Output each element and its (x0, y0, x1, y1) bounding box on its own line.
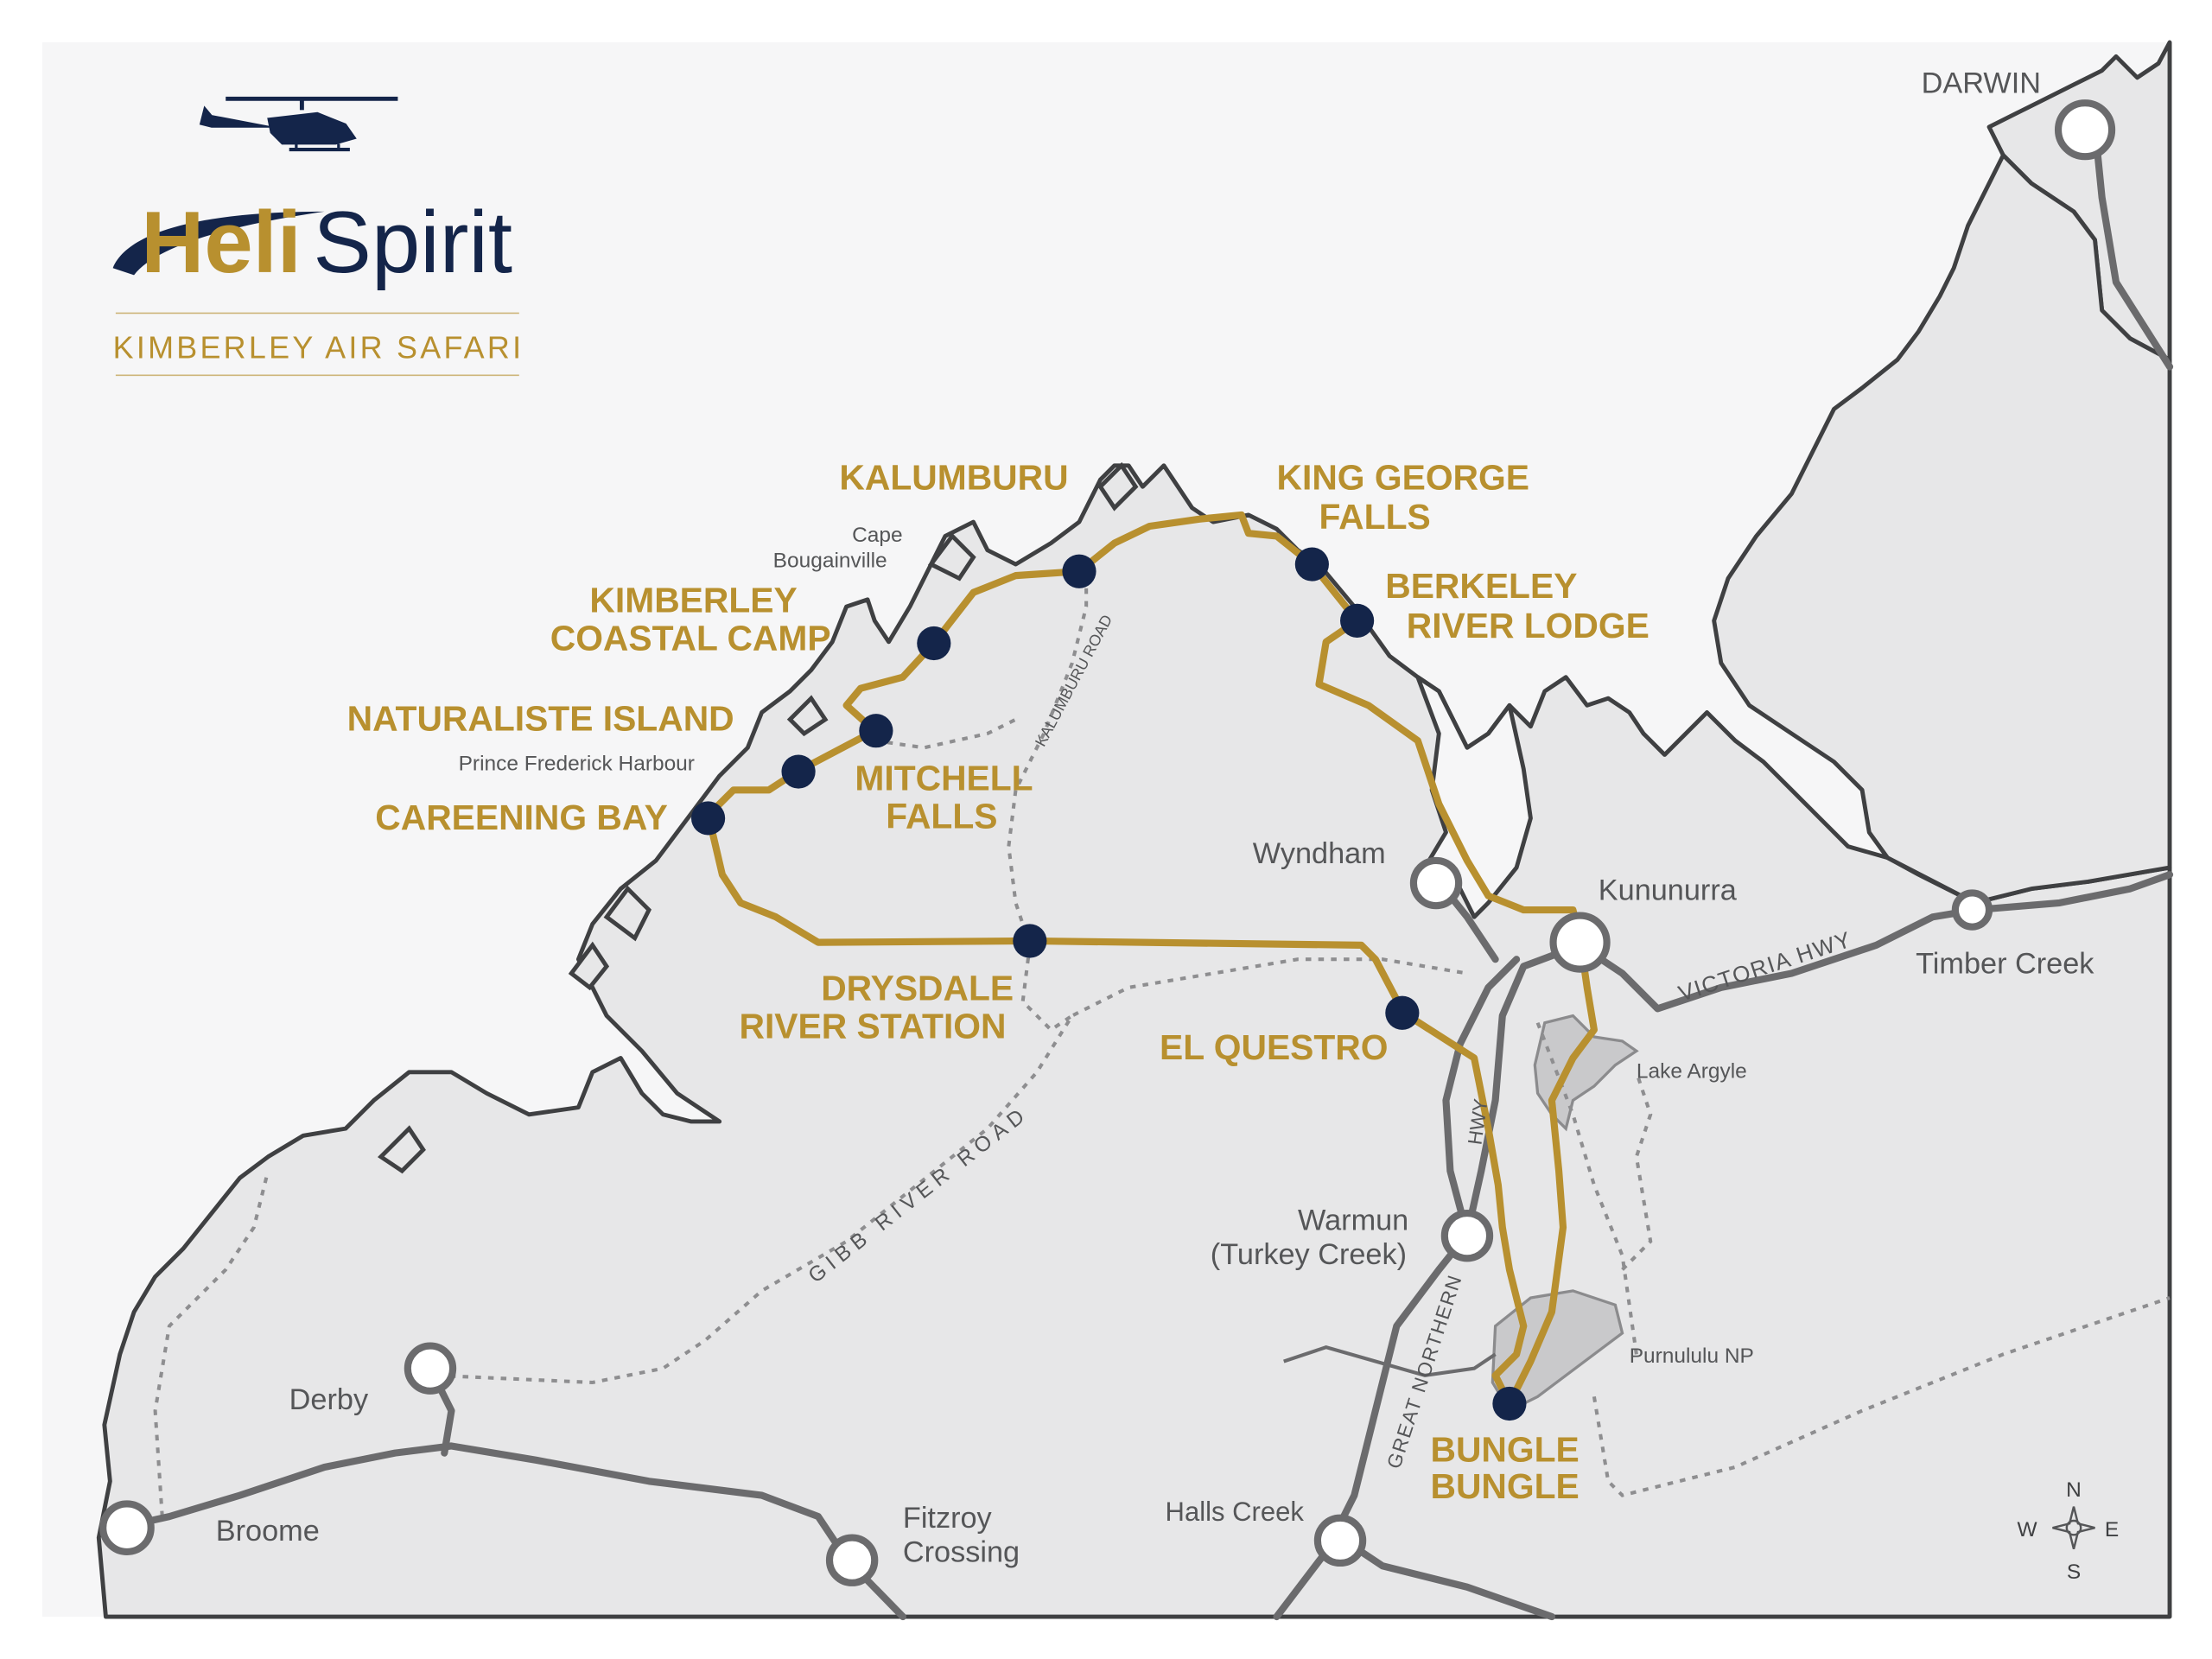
label-king-george-2: FALLS (1319, 497, 1431, 537)
compass-rose: N S E W (2018, 1478, 2120, 1584)
helicopter-icon (199, 96, 398, 152)
town-halls-creek-marker (1313, 1514, 1367, 1567)
label-drysdale-1: DRYSDALE (821, 969, 1014, 1008)
towns (99, 99, 2116, 1586)
label-warmun-2: (Turkey Creek) (1211, 1238, 1407, 1271)
route-stops (691, 547, 1527, 1421)
compass-e: E (2105, 1518, 2119, 1541)
label-fitzroy-1: Fitzroy (903, 1502, 993, 1535)
label-cape-2: Bougainville (773, 549, 887, 572)
label-lake-argyle: Lake Argyle (1637, 1059, 1747, 1083)
stop-marker-kalumburu (1062, 554, 1096, 588)
town-timber-creek-marker (1951, 889, 1993, 931)
stop-marker-mitchell-falls (859, 714, 893, 748)
label-bungle-2: BUNGLE (1431, 1466, 1580, 1506)
label-halls-creek: Halls Creek (1166, 1497, 1305, 1527)
label-careening: CAREENING BAY (375, 798, 668, 837)
label-king-george-1: KING GEORGE (1277, 458, 1529, 498)
label-broome: Broome (216, 1515, 320, 1548)
town-darwin-marker (2054, 99, 2116, 161)
label-kalumburu: KALUMBURU (839, 458, 1068, 498)
label-kcc-1: KIMBERLEY (589, 581, 797, 620)
stop-marker-king-george-falls (1294, 547, 1329, 582)
label-bungle-1: BUNGLE (1431, 1429, 1580, 1469)
stop-marker-el-questro (1385, 995, 1420, 1030)
label-drysdale-2: RIVER STATION (740, 1007, 1007, 1046)
label-cape-1: Cape (852, 524, 903, 547)
label-naturaliste: NATURALISTE ISLAND (347, 699, 734, 739)
label-mitchell-2: FALLS (886, 796, 997, 836)
stop-marker-kimberley-coastal-camp (917, 626, 951, 661)
label-purnululu: Purnululu NP (1630, 1344, 1754, 1368)
stop-marker-bungle-bungle (1492, 1386, 1527, 1421)
label-warmun-1: Warmun (1298, 1205, 1408, 1237)
logo-wordmark-heli: Heli (141, 194, 302, 291)
stop-marker-careening-bay (691, 801, 726, 836)
stop-marker-drysdale-river-station (1013, 924, 1047, 958)
logo-swoosh (112, 211, 325, 276)
compass-icon (2052, 1506, 2095, 1549)
label-mitchell-1: MITCHELL (855, 758, 1033, 798)
label-wyndham: Wyndham (1253, 837, 1386, 870)
town-kununurra-marker (1549, 912, 1611, 973)
label-kcc-2: COASTAL CAMP (550, 619, 831, 658)
stop-marker-berkeley-river-lodge (1340, 603, 1375, 638)
label-prince-frederick: Prince Frederick Harbour (459, 752, 695, 775)
label-kununurra: Kununurra (1599, 874, 1738, 907)
land-west (96, 463, 2172, 1619)
town-warmun-marker (1440, 1210, 1494, 1262)
label-darwin: DARWIN (1922, 67, 2041, 100)
town-fitzroy-marker (825, 1534, 879, 1586)
stop-marker-naturaliste-island (781, 754, 816, 789)
town-wyndham-marker (1409, 856, 1463, 910)
label-fitzroy-2: Crossing (903, 1535, 1020, 1568)
logo-wordmark-spirit: Spirit (313, 194, 512, 291)
compass-n: N (2066, 1478, 2082, 1502)
town-derby-marker (404, 1342, 457, 1395)
lake-argyle (1533, 1014, 1639, 1132)
label-derby: Derby (289, 1383, 369, 1416)
compass-s: S (2067, 1560, 2081, 1584)
label-berkeley-2: RIVER LODGE (1407, 606, 1649, 645)
compass-w: W (2018, 1518, 2038, 1541)
town-broome-marker (99, 1500, 155, 1555)
label-berkeley-1: BERKELEY (1385, 566, 1577, 606)
coast-islands (377, 461, 1139, 1174)
rivers (1283, 1345, 1497, 1377)
logo-tagline: KIMBERLEY AIR SAFARI (113, 330, 524, 365)
label-el-questro: EL QUESTRO (1160, 1027, 1388, 1067)
label-timber-creek: Timber Creek (1916, 948, 2094, 981)
